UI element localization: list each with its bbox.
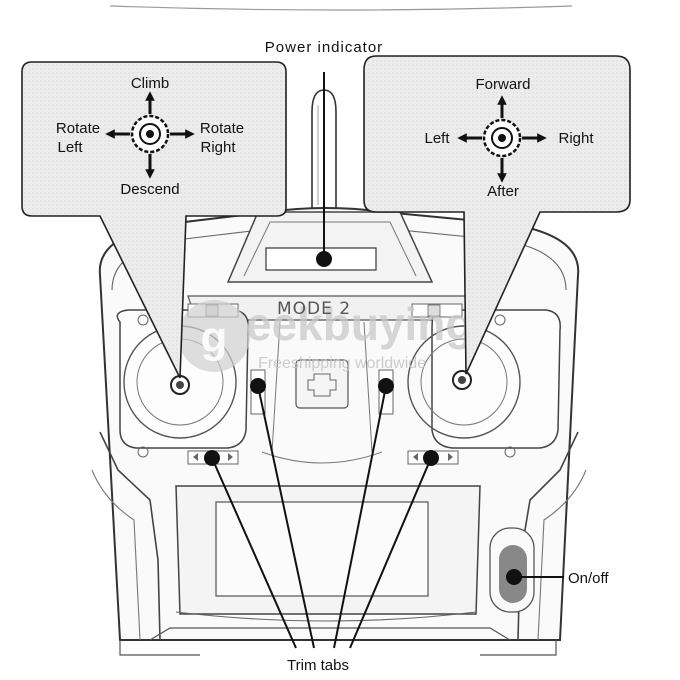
left-callout-box [21, 61, 287, 379]
right-direction-glyph [457, 95, 547, 183]
left-stick-right-label-line1: Rotate [200, 120, 244, 137]
trim-tab-dot-bottom-left [204, 450, 220, 466]
on-off-label: On/off [568, 570, 609, 587]
right-stick-up-label: Forward [475, 76, 530, 93]
trim-tabs-leader-lines [211, 385, 432, 649]
watermark: g eekbuying Freeshipping worldwide [178, 298, 474, 372]
right-stick-left-label: Left [424, 130, 450, 147]
left-stick-up-label: Climb [131, 75, 169, 92]
trim-tabs-label: Trim tabs [287, 657, 349, 674]
top-border-line [109, 5, 573, 11]
svg-text:g: g [201, 313, 228, 362]
trim-tab-dot-vertical-right [378, 378, 394, 394]
trim-tab-dot-bottom-right [423, 450, 439, 466]
power-indicator-dot [316, 251, 332, 267]
left-stick-right-label-line2: Right [200, 139, 236, 156]
mode-label: MODE 2 [277, 299, 351, 319]
watermark-brand: eekbuying [246, 298, 474, 350]
watermark-tagline: Freeshipping worldwide [258, 355, 426, 372]
left-stick-left-label-line2: Left [57, 139, 83, 156]
right-stick-down-label: After [487, 183, 519, 200]
trim-tab-dot-vertical-left [250, 378, 266, 394]
left-direction-glyph [105, 91, 195, 179]
right-callout-box [363, 55, 631, 375]
trim-tab-top-right [411, 303, 463, 318]
left-stick-left-label-line1: Rotate [56, 120, 100, 137]
right-stick [452, 370, 472, 390]
watermark-logo [178, 300, 250, 372]
left-stick-down-label: Descend [120, 181, 179, 198]
right-stick-right-label: Right [558, 130, 594, 147]
left-stick [170, 375, 190, 395]
power-indicator-label: Power indicator [265, 39, 383, 56]
